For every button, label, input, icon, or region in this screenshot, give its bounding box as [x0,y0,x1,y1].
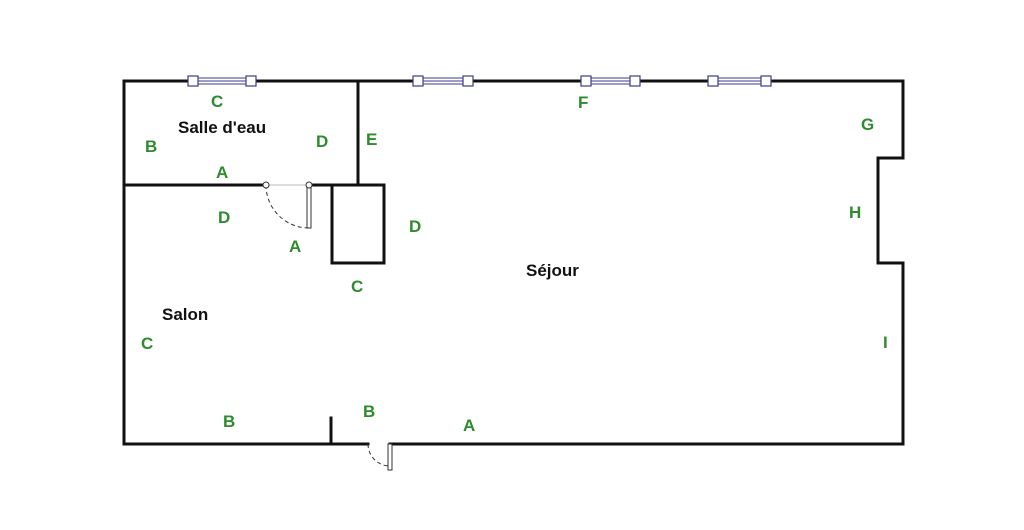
window-sejour-2 [580,75,641,87]
window-sejour-1 [412,75,474,87]
wall-label-salon-b: B [223,412,236,431]
wall-label-sejour-a: A [463,416,476,435]
bathroom-door-hinge-right [305,181,313,189]
wall-label-sejour-e: E [366,130,378,149]
doors [262,181,393,471]
wall-label-salon-c: C [141,334,154,353]
room-label-sejour: Séjour [526,261,579,280]
wall-label-sejour-h: H [849,203,862,222]
wall-label-salon-a: A [289,237,302,256]
walls [122,79,905,446]
bathroom-door-hinge-left [262,181,270,189]
wall-label-sejour-c: C [351,277,364,296]
wall-label-sejour-i: I [883,333,888,352]
wall-label-sejour-d: D [409,217,422,236]
wall-label-sejour-b: B [363,402,376,421]
window-sejour-3 [707,75,772,87]
entrance-door-swing [367,443,391,467]
room-label-salle-deau: Salle d'eau [178,118,267,137]
closet-walls [330,183,386,265]
bathroom-door-swing [265,184,310,229]
room-label-salon: Salon [162,305,209,324]
wall-label-bath-d: D [316,132,329,151]
wall-label-bath-c: C [211,92,224,111]
bathroom-door-leaf [306,185,312,229]
wall-label-salon-d: D [218,208,231,227]
wall-label-sejour-g: G [861,115,875,134]
wall-label-bath-a: A [216,163,229,182]
window-bathroom [187,75,257,87]
outer-walls [122,79,905,446]
wall-label-bath-b: B [145,137,158,156]
wall-label-sejour-f: F [578,93,589,112]
entrance-door-leaf [387,443,393,471]
windows [187,75,772,87]
